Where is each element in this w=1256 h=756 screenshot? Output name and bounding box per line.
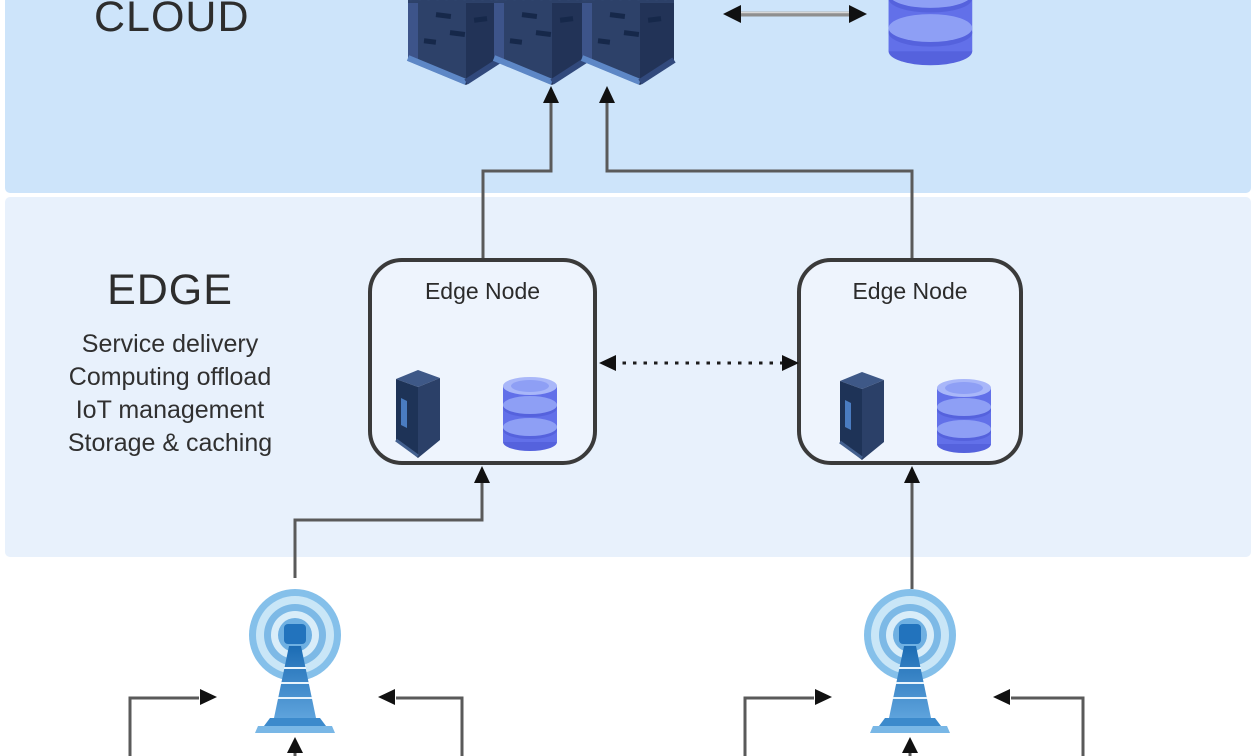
- edge-node-label: Edge Node: [852, 278, 968, 304]
- edge-services-list: Service delivery Computing offload IoT m…: [10, 328, 330, 460]
- arrow-right-to-left-antenna: [200, 689, 217, 705]
- edge-service-line: Storage & caching: [67, 429, 273, 457]
- edge-service-line: Service delivery: [81, 330, 259, 358]
- arrow-right-to-right-antenna: [815, 689, 832, 705]
- cloud-layer-title: CLOUD: [94, 0, 250, 41]
- arrow-left-to-right-antenna: [993, 689, 1010, 705]
- edge-service-line: IoT management: [75, 396, 265, 424]
- right-antenna-incoming-arrows: [743, 696, 1085, 756]
- arrow-up-to-left-antenna: [287, 737, 303, 753]
- antenna-icon-left: [248, 588, 342, 734]
- antenna-icon-right: [863, 588, 957, 734]
- arrow-up-to-right-antenna: [902, 737, 918, 753]
- edge-layer-title: EDGE: [107, 266, 233, 314]
- edge-service-line: Computing offload: [68, 363, 272, 391]
- arrow-left-to-left-antenna: [378, 689, 395, 705]
- left-antenna-incoming-arrows: [128, 696, 464, 756]
- edge-node-box-right: Edge Node: [797, 258, 1023, 465]
- edge-node-box-left: Edge Node: [368, 258, 597, 465]
- edge-node-label: Edge Node: [424, 278, 541, 304]
